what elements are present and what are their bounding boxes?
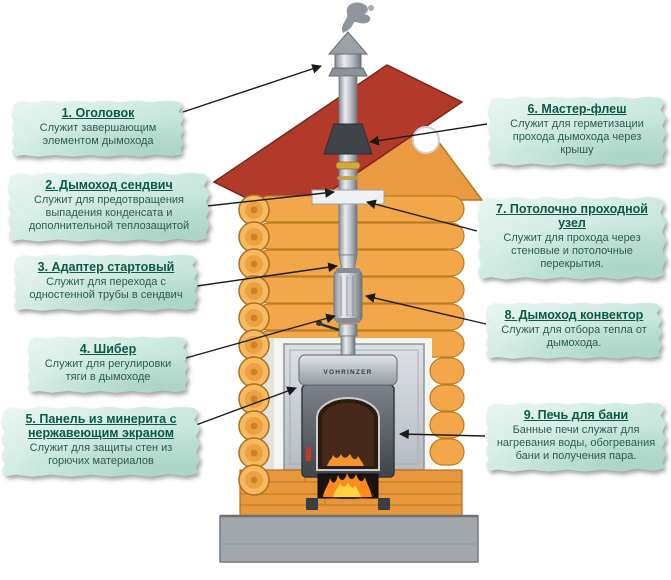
- arrow-8: [365, 293, 487, 325]
- callout-desc: Служит завершающим элементом дымохода: [39, 122, 157, 147]
- arrow-7: [366, 199, 478, 232]
- callout-master-flesh: 6. Мастер-флеш Служит для герметизации п…: [488, 96, 666, 166]
- callout-potolochnyj-uzel: 7. Потолочно проходной узел Служит для п…: [478, 196, 666, 280]
- callout-title: 1. Оголовок: [61, 106, 135, 120]
- arrow-1: [182, 64, 322, 113]
- callout-pech-dlya-bani: 9. Печь для бани Банные печи служат для …: [486, 402, 666, 472]
- callout-adapter-startovyj: 3. Адаптер стартовый Служит для перехода…: [14, 254, 198, 311]
- clamp-ring: [335, 161, 361, 170]
- log-ends-column: [238, 194, 270, 496]
- callout-dymohod-konvektor: 8. Дымоход конвектор Служит для отбора т…: [486, 302, 662, 359]
- chimney-cap: [327, 31, 369, 77]
- sauna-stove: VOHRINZER: [298, 354, 398, 510]
- callout-desc: Служит для защиты стен из горючих матери…: [29, 442, 173, 467]
- callout-title: 9. Печь для бани: [523, 408, 629, 422]
- stove-door-glass: [322, 403, 374, 466]
- callout-desc: Служит для предотвращения выпадения конд…: [28, 194, 190, 232]
- callout-dymohod-sendvich: 2. Дымоход сендвич Служит для предотвращ…: [8, 172, 210, 242]
- callout-title: 6. Мастер-флеш: [527, 102, 627, 116]
- callout-desc: Служит для отбора тепла от дымохода.: [501, 324, 647, 349]
- callout-desc: Служит для прохода через стеновые и пото…: [503, 232, 641, 270]
- callout-shiber: 4. Шибер Служит для регулировки тяги в д…: [28, 336, 188, 393]
- master-flash: [323, 123, 373, 155]
- leader-arrows: [182, 64, 488, 440]
- stove-brand: VOHRINZER: [323, 369, 372, 376]
- log-wall-right: [429, 357, 465, 466]
- callout-title: 8. Дымоход конвектор: [504, 308, 644, 322]
- callout-desc: Служит для герметизации прохода дымохода…: [510, 118, 644, 156]
- starter-adapter: [338, 254, 358, 271]
- arrow-3: [196, 262, 338, 287]
- stove-red-label: [306, 447, 311, 461]
- callout-title: 4. Шибер: [79, 342, 137, 356]
- arrow-4: [185, 313, 336, 359]
- smoke: [342, 2, 371, 33]
- door-glow-flame: [327, 454, 364, 466]
- ceiling-pass-unit: [311, 189, 385, 205]
- callout-ogolovok: 1. Оголовок Служит завершающим элементом…: [12, 100, 184, 157]
- callout-desc: Служит для перехода с одностенной трубы …: [29, 276, 183, 301]
- arrow-2: [206, 188, 335, 207]
- arrow-9: [399, 429, 486, 440]
- arrow-6: [369, 123, 488, 146]
- callout-panel-minerit: 5. Панель из минерита с нержавеющим экра…: [2, 406, 200, 477]
- callout-desc: Банные печи служат для нагревания воды, …: [496, 424, 656, 462]
- firebox: [317, 473, 379, 499]
- callout-title: 3. Адаптер стартовый: [37, 260, 175, 274]
- convector: [333, 268, 363, 323]
- callout-desc: Служит для регулировки тяги в дымоходе: [44, 358, 172, 383]
- gable-window: [412, 126, 440, 154]
- foundation: [219, 514, 479, 563]
- arrow-5: [195, 386, 297, 426]
- callout-title: 2. Дымоход сендвич: [45, 178, 173, 192]
- callout-title: 5. Панель из минерита с нержавеющим экра…: [25, 412, 177, 440]
- callout-title: 7. Потолочно проходной узел: [496, 202, 648, 230]
- chimney-stack: [311, 2, 385, 361]
